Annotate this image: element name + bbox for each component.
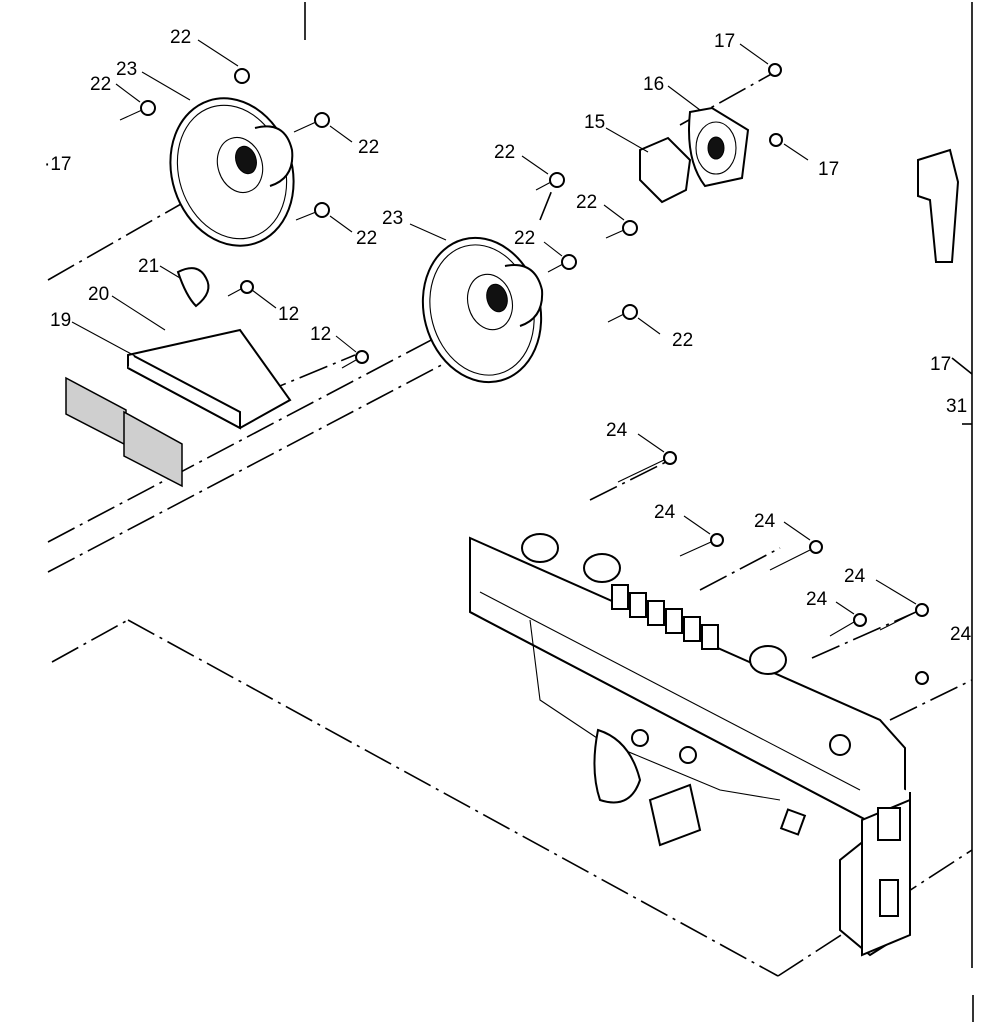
callout-22-right-lower: 22 (356, 228, 377, 249)
callout-labels: 22 23 22 ·17 22 22 21 12 20 19 12 17 16 … (44, 27, 972, 645)
callout-19: 19 (50, 310, 71, 331)
callout-24-f: 24 (950, 624, 972, 645)
side-bracket (917, 148, 973, 425)
callout-22-center-mid: 22 (576, 192, 597, 213)
leader-lines (71, 39, 917, 615)
callout-17-tweeter-top: 17 (714, 31, 735, 52)
callout-22-center-low: 22 (514, 228, 535, 249)
callout-22-right-upper: 22 (358, 137, 379, 158)
callout-23-left: 23 (116, 59, 137, 80)
callout-22-center-bottom: 22 (672, 330, 693, 351)
callout-24-d: 24 (844, 566, 866, 587)
callout-22-left: 22 (90, 74, 111, 95)
callout-24-a: 24 (606, 420, 628, 441)
callout-17-right: 17 (930, 354, 951, 375)
callout-22-top: 22 (170, 27, 191, 48)
callout-12-lower: 12 (310, 324, 331, 345)
callout-22-center-top: 22 (494, 142, 515, 163)
callout-24-b: 24 (654, 502, 676, 523)
speaker-center (421, 236, 544, 384)
tweeter-assembly (639, 106, 750, 204)
main-chassis (469, 533, 911, 957)
bracket-assembly (65, 267, 292, 488)
callout-24-e: 24 (806, 589, 828, 610)
callout-20: 20 (88, 284, 109, 305)
callout-15: 15 (584, 112, 605, 133)
speaker-left (169, 97, 295, 247)
callout-17-left: ·17 (44, 154, 71, 175)
screws (119, 63, 929, 685)
callout-24-c: 24 (754, 511, 776, 532)
callout-31: 31 (946, 396, 967, 417)
callout-17-tweeter-side: 17 (818, 159, 839, 180)
callout-23-center: 23 (382, 208, 403, 229)
callout-16: 16 (643, 74, 664, 95)
callout-21: 21 (138, 256, 159, 277)
callout-12-upper: 12 (278, 304, 299, 325)
